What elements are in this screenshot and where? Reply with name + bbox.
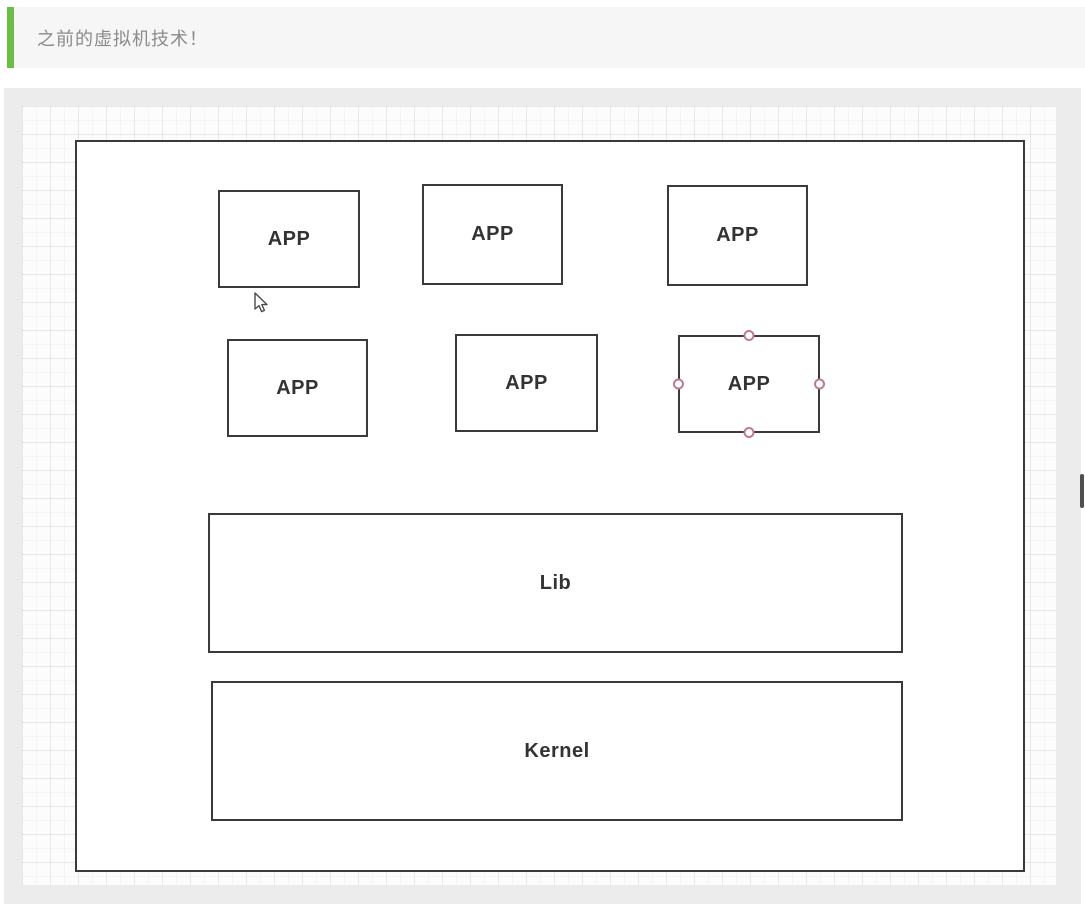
app-node-label: APP	[276, 376, 319, 399]
app-node-3[interactable]: APP	[667, 185, 808, 286]
connection-handle-left-icon[interactable]	[673, 378, 684, 390]
app-node-label: APP	[471, 223, 514, 245]
drawio-canvas[interactable]: APP APP APP APP APP APP Lib Kernel	[22, 106, 1056, 885]
connection-handle-bottom-icon[interactable]	[743, 427, 755, 438]
app-node-4[interactable]: APP	[227, 339, 368, 437]
connection-handle-right-icon[interactable]	[814, 378, 825, 390]
app-node-6-selected[interactable]: APP	[673, 330, 825, 438]
app-node-5[interactable]: APP	[455, 334, 598, 432]
connection-handle-top-icon[interactable]	[743, 330, 755, 341]
lib-node[interactable]: Lib	[208, 513, 903, 653]
diagram-panel: APP APP APP APP APP APP Lib Kernel	[4, 88, 1081, 904]
scrollbar-thumb[interactable]	[1080, 474, 1084, 508]
app-node-label: APP	[727, 372, 771, 395]
lib-node-label: Lib	[539, 571, 572, 594]
app-node-label: APP	[267, 227, 311, 250]
mouse-cursor-icon	[254, 292, 268, 313]
kernel-node-label: Kernel	[524, 739, 590, 762]
note-header: 之前的虚拟机技术！	[7, 7, 1085, 68]
app-node-label: APP	[505, 371, 548, 394]
app-node-2[interactable]: APP	[422, 184, 563, 285]
app-node-1[interactable]: APP	[218, 190, 360, 288]
note-title: 之前的虚拟机技术！	[37, 28, 208, 49]
app-node-label: APP	[716, 224, 759, 246]
kernel-node[interactable]: Kernel	[211, 681, 903, 821]
